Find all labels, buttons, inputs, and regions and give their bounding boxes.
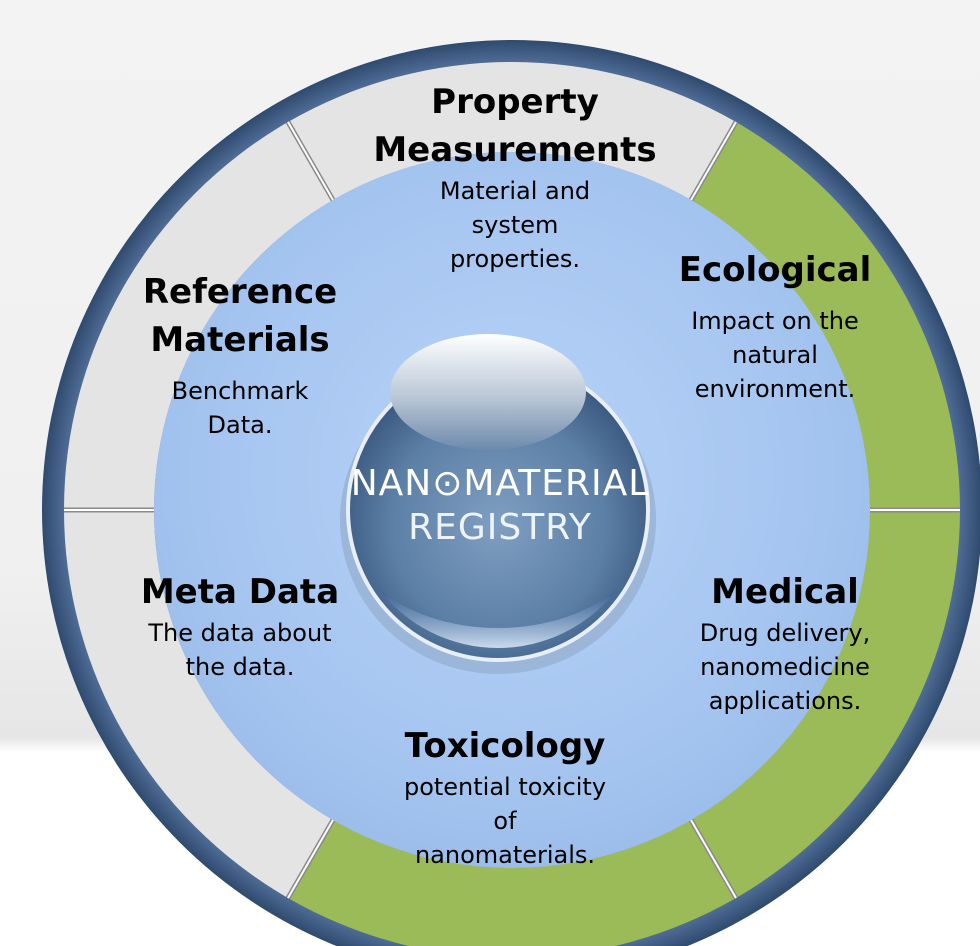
- medical-desc-line2: nanomedicine: [700, 653, 870, 681]
- logo-line2: REGISTRY: [408, 507, 592, 548]
- property-desc-line2: system: [471, 211, 559, 239]
- segment-ecological: Ecological Impact on the natural environ…: [650, 246, 900, 406]
- segment-toxicology: Toxicology potential toxicity of nanomat…: [360, 722, 650, 872]
- ring-dividers: [64, 120, 960, 900]
- property-title-line1: Property: [431, 82, 599, 122]
- reference-title-line1: Reference: [142, 272, 338, 312]
- ecological-desc-line3: environment.: [694, 375, 856, 403]
- ring-divider-highlight-4: [287, 121, 334, 201]
- ring-divider-highlight-1: [690, 819, 737, 899]
- sphere-highlight: [390, 334, 586, 450]
- medical-title: Medical: [711, 572, 859, 612]
- toxicology-desc-line1: potential toxicity: [403, 773, 607, 801]
- property-desc-line3: properties.: [449, 245, 581, 273]
- metadata-title: Meta Data: [140, 572, 340, 612]
- ecological-desc-line2: natural: [732, 341, 818, 369]
- ring-segment-medical: [691, 510, 960, 898]
- medical-desc-line1: Drug delivery,: [699, 619, 871, 647]
- ring-segment-metadata: [64, 510, 333, 898]
- property-desc-line1: Material and: [439, 177, 591, 205]
- reference-desc-line1: Benchmark: [171, 377, 309, 405]
- medical-desc-line3: applications.: [708, 687, 862, 715]
- ring-divider-highlight-2: [287, 819, 334, 899]
- ring-segments: [64, 62, 960, 946]
- property-title-line2: Measurements: [373, 130, 657, 170]
- ecological-title: Ecological: [678, 250, 872, 290]
- metadata-desc-line2: the data.: [185, 653, 295, 681]
- metadata-desc-line1: The data about: [148, 619, 332, 647]
- reference-desc-line2: Data.: [207, 411, 273, 439]
- ecological-desc-line1: Impact on the: [691, 307, 859, 335]
- ring-divider-highlight-5: [690, 121, 737, 201]
- logo-line1: NAN⊙MATERIAL: [350, 463, 650, 504]
- reference-title-line2: Materials: [150, 320, 330, 360]
- sphere-bottom-glow: [378, 588, 618, 648]
- segment-medical: Medical Drug delivery, nanomedicine appl…: [660, 568, 910, 718]
- ring-segment-property: [288, 62, 736, 200]
- ring-segment-ecological: [691, 122, 960, 510]
- toxicology-desc-line2: of: [493, 807, 517, 835]
- segment-meta-data: Meta Data The data about the data.: [110, 568, 370, 684]
- toxicology-title: Toxicology: [404, 726, 606, 766]
- ring-segment-toxicology: [288, 820, 736, 946]
- ring-segment-reference: [64, 122, 333, 510]
- logo-wordmark: NAN⊙MATERIAL REGISTRY: [340, 462, 660, 550]
- toxicology-desc-line3: nanomaterials.: [414, 841, 596, 869]
- segment-reference-materials: Reference Materials Benchmark Data.: [110, 268, 370, 442]
- segment-property-measurements: Property Measurements Material and syste…: [370, 78, 660, 276]
